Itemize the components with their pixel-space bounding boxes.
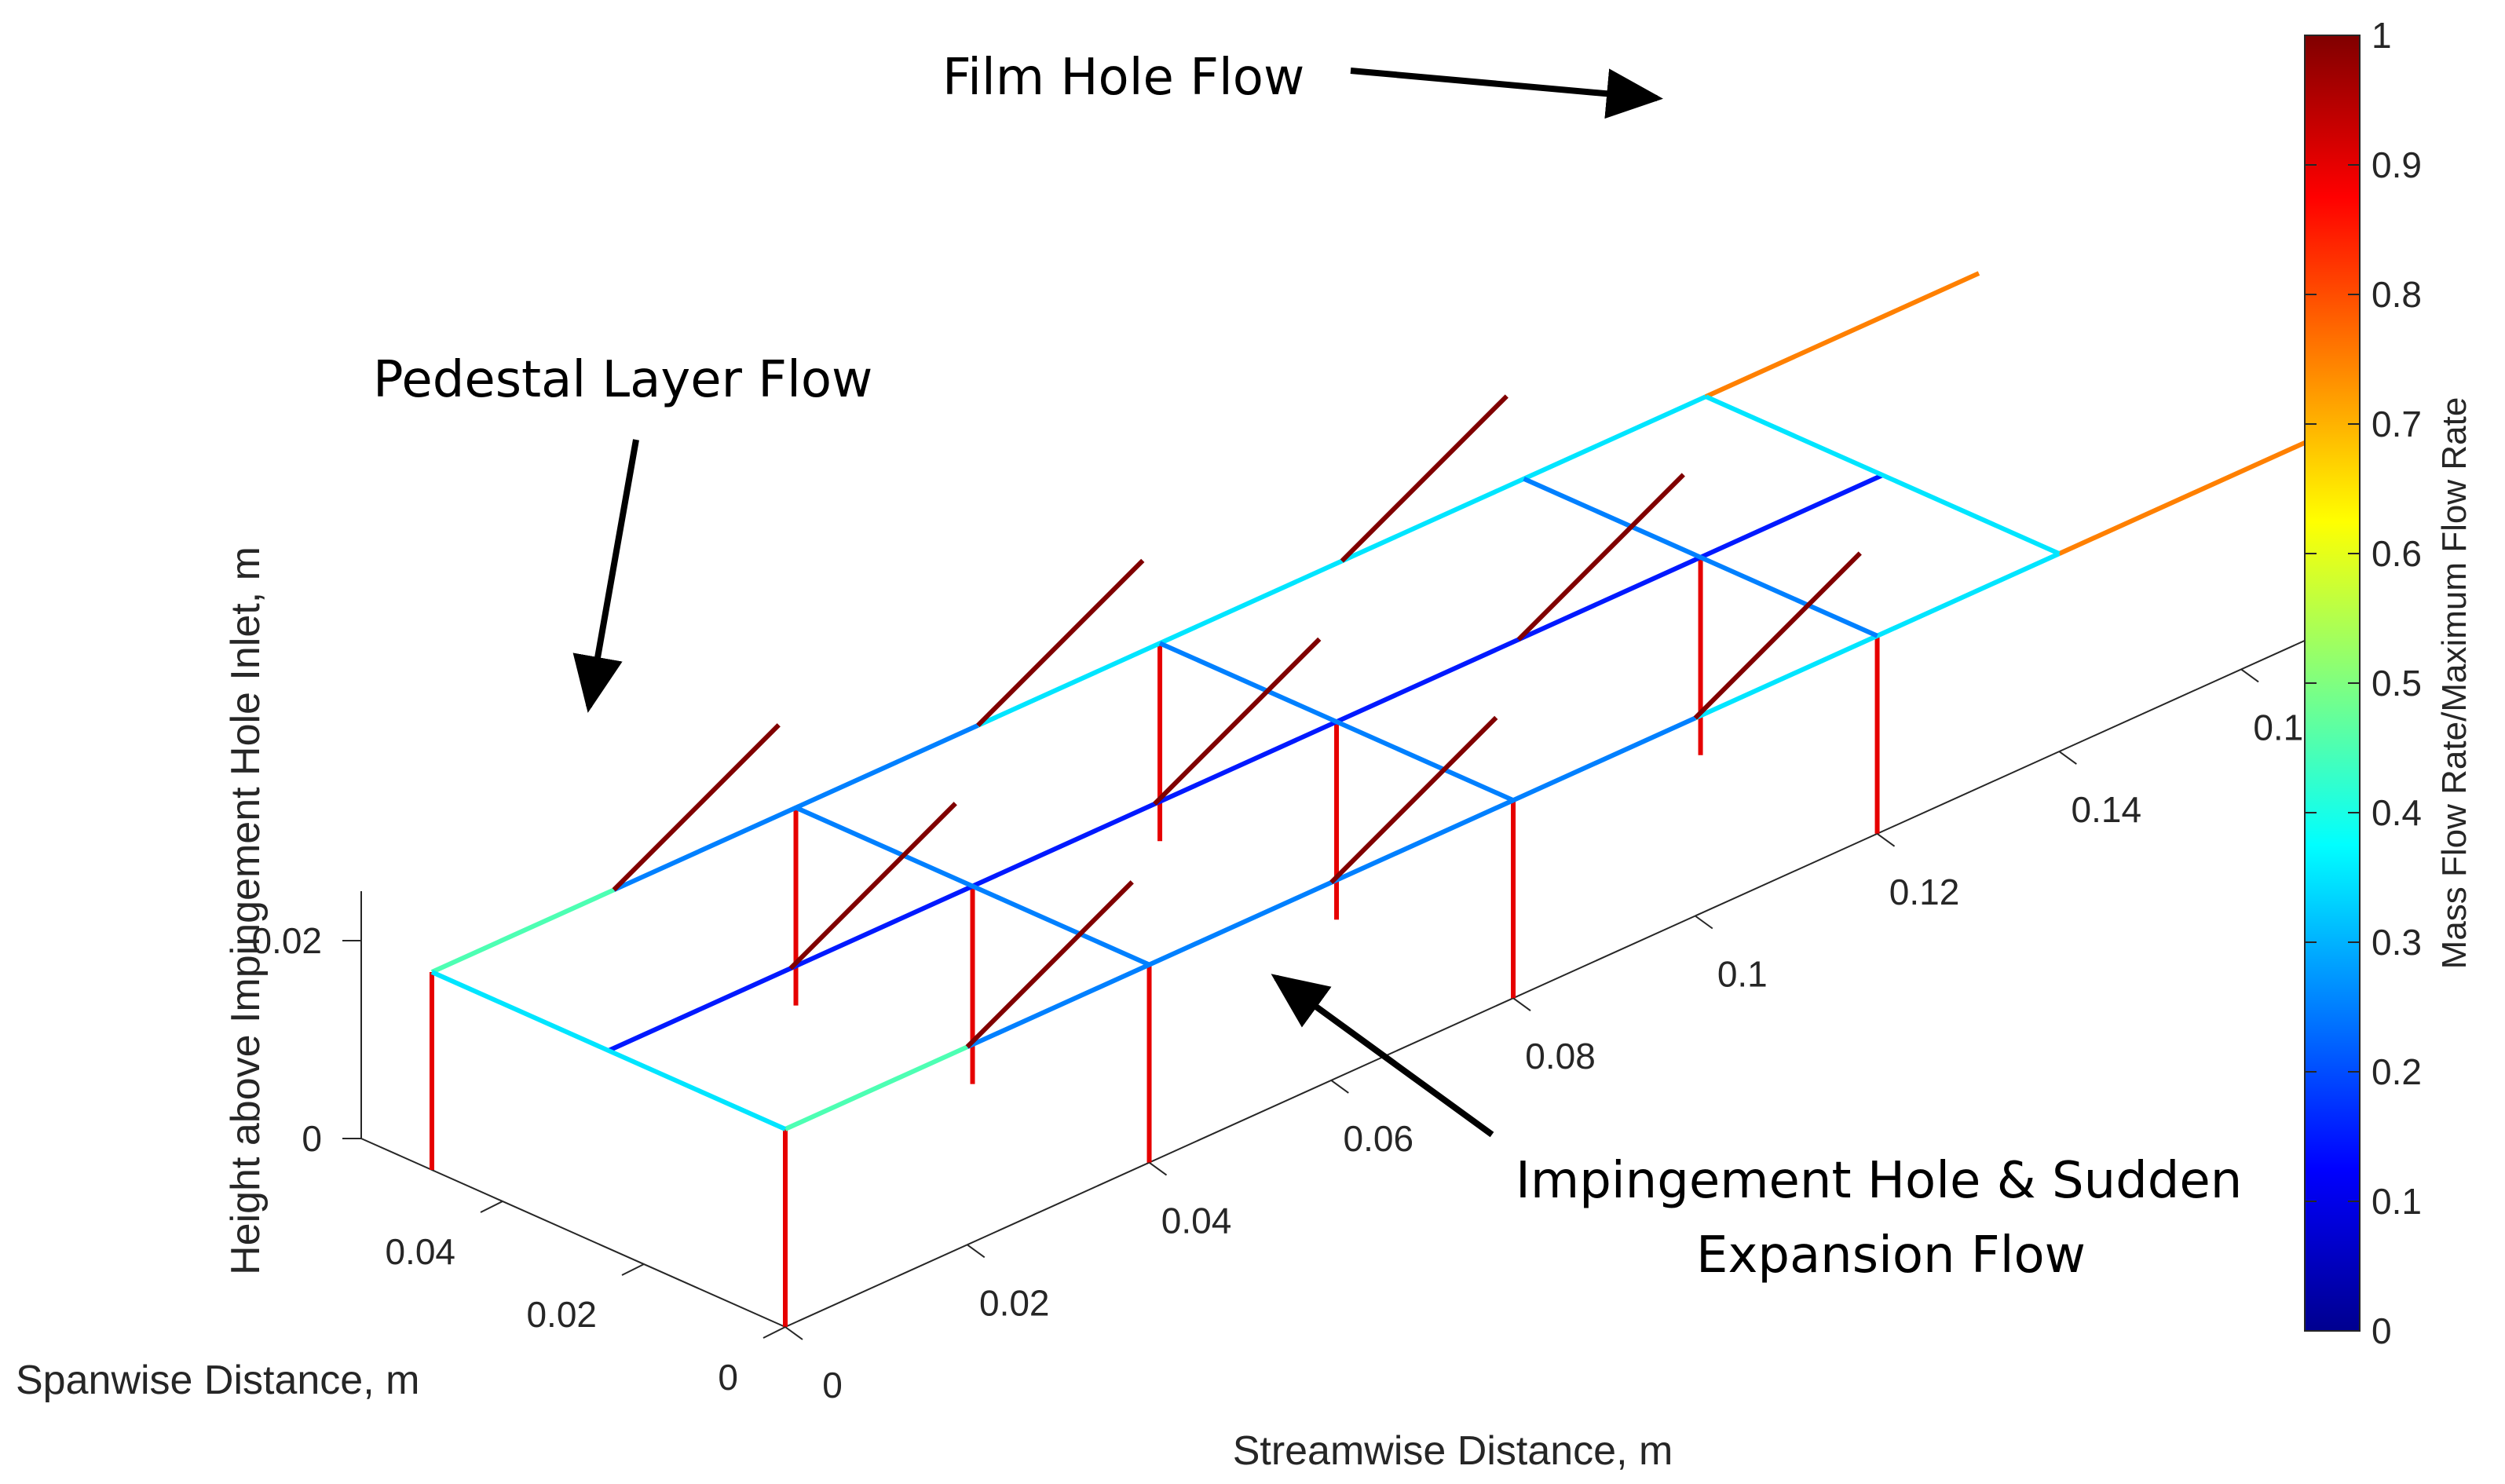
colorbar: 0 0.1 0.2 0.3 0.4 0.5 0.6 0.7 0.8 0.9 1 Mass Flow … [2304,15,2474,1351]
flow-segment [795,805,1150,967]
colorbar-tick-label: 0.7 [2372,404,2422,444]
impingement-jet [1516,473,1685,641]
flow-segment [966,880,1333,1050]
x-axis-line [784,627,2333,1328]
x-tick-label: 0.06 [1344,1118,1414,1159]
impingement-jet [788,802,957,970]
flow-segment [784,1044,968,1131]
y-tick-label: 0 [718,1357,738,1398]
colorbar-label: Mass Flow Rate/Maximum Flow Rate [2435,397,2474,970]
impingement-jet [1153,637,1322,806]
x-tick-label: 0.04 [1161,1201,1232,1241]
flow-segment [430,887,615,974]
annotation-impingement-line2: Expansion Flow [1696,1226,2086,1285]
arrow-pedestal [572,439,639,713]
colorbar-tick-label: 0.4 [2372,792,2422,833]
flow-segment [1523,477,1878,638]
colorbar-tick-label: 1 [2372,15,2392,56]
flow-segment [1705,394,2061,556]
colorbar-tick-label: 0.6 [2372,533,2422,574]
axis-ticks: 00.020.040.060.080.10.120.140.1600.020.0… [251,668,2324,1405]
axes-box [360,627,2333,1328]
flow-segment [1158,641,1515,802]
flow-segment [2058,428,2334,556]
colorbar-tick-label: 0.3 [2372,922,2422,963]
impingement-jet [612,723,781,892]
annotation-film-hole: Film Hole Flow [942,49,1304,107]
x-tick-label: 0.08 [1525,1036,1596,1076]
x-tick-label: 0.1 [1717,954,1768,995]
colorbar-tick-label: 0.8 [2372,274,2422,315]
impingement-jet [976,558,1145,728]
impingement-jet [1329,715,1498,885]
x-tick-mark [967,1244,986,1259]
z-tick-label: 0 [302,1118,322,1159]
x-axis-label: Streamwise Distance, m [1233,1428,1673,1474]
arrow-film-hole [1350,68,1663,119]
colorbar-tick-label: 0.9 [2372,144,2422,185]
z-tick-label: 0.02 [251,920,322,961]
x-tick-label: 0.14 [2072,789,2142,830]
colorbar-tick-label: 0.2 [2372,1051,2422,1092]
colorbar-tick-label: 0.5 [2372,663,2422,704]
x-tick-label: 0 [822,1365,843,1405]
colorbar-tick-label: 0 [2372,1310,2392,1351]
y-axis-label: Spanwise Distance, m [16,1358,419,1403]
x-tick-label: 0.12 [1889,872,1960,912]
impingement-jet [965,880,1134,1049]
colorbar-tick-label: 0.1 [2372,1181,2422,1222]
annotation-pedestal: Pedestal Layer Flow [373,351,872,409]
y-tick-mark [762,1326,786,1339]
y-tick-label: 0.04 [385,1231,455,1272]
x-tick-mark [1512,997,1531,1012]
x-tick-mark [2058,751,2077,765]
flow-segment [430,970,787,1131]
y-tick-label: 0.02 [526,1294,597,1335]
annotation-impingement-line1: Impingement Hole & Sudden [1516,1152,2242,1210]
impingement-jet [1340,394,1508,563]
y-tick-mark [621,1263,645,1276]
x-tick-mark [1148,1161,1168,1176]
arrow-impingement [1271,974,1494,1138]
network-marks [430,271,2334,1327]
x-tick-mark [1876,832,1896,847]
flow-segment [1699,473,1884,560]
x-tick-mark [784,1326,803,1340]
x-tick-label: 0.02 [979,1282,1050,1323]
x-tick-mark [1695,915,1713,930]
x-tick-mark [1330,1080,1349,1094]
impingement-jet [1693,551,1862,720]
y-tick-mark [480,1201,503,1213]
annotations: Film Hole Flow Pedestal Layer Flow Impin… [373,49,2242,1285]
z-axis-label: Height above Impingement Hole Inlet, m [223,546,269,1275]
x-tick-mark [2240,668,2259,683]
flow-segment [1705,271,1980,399]
